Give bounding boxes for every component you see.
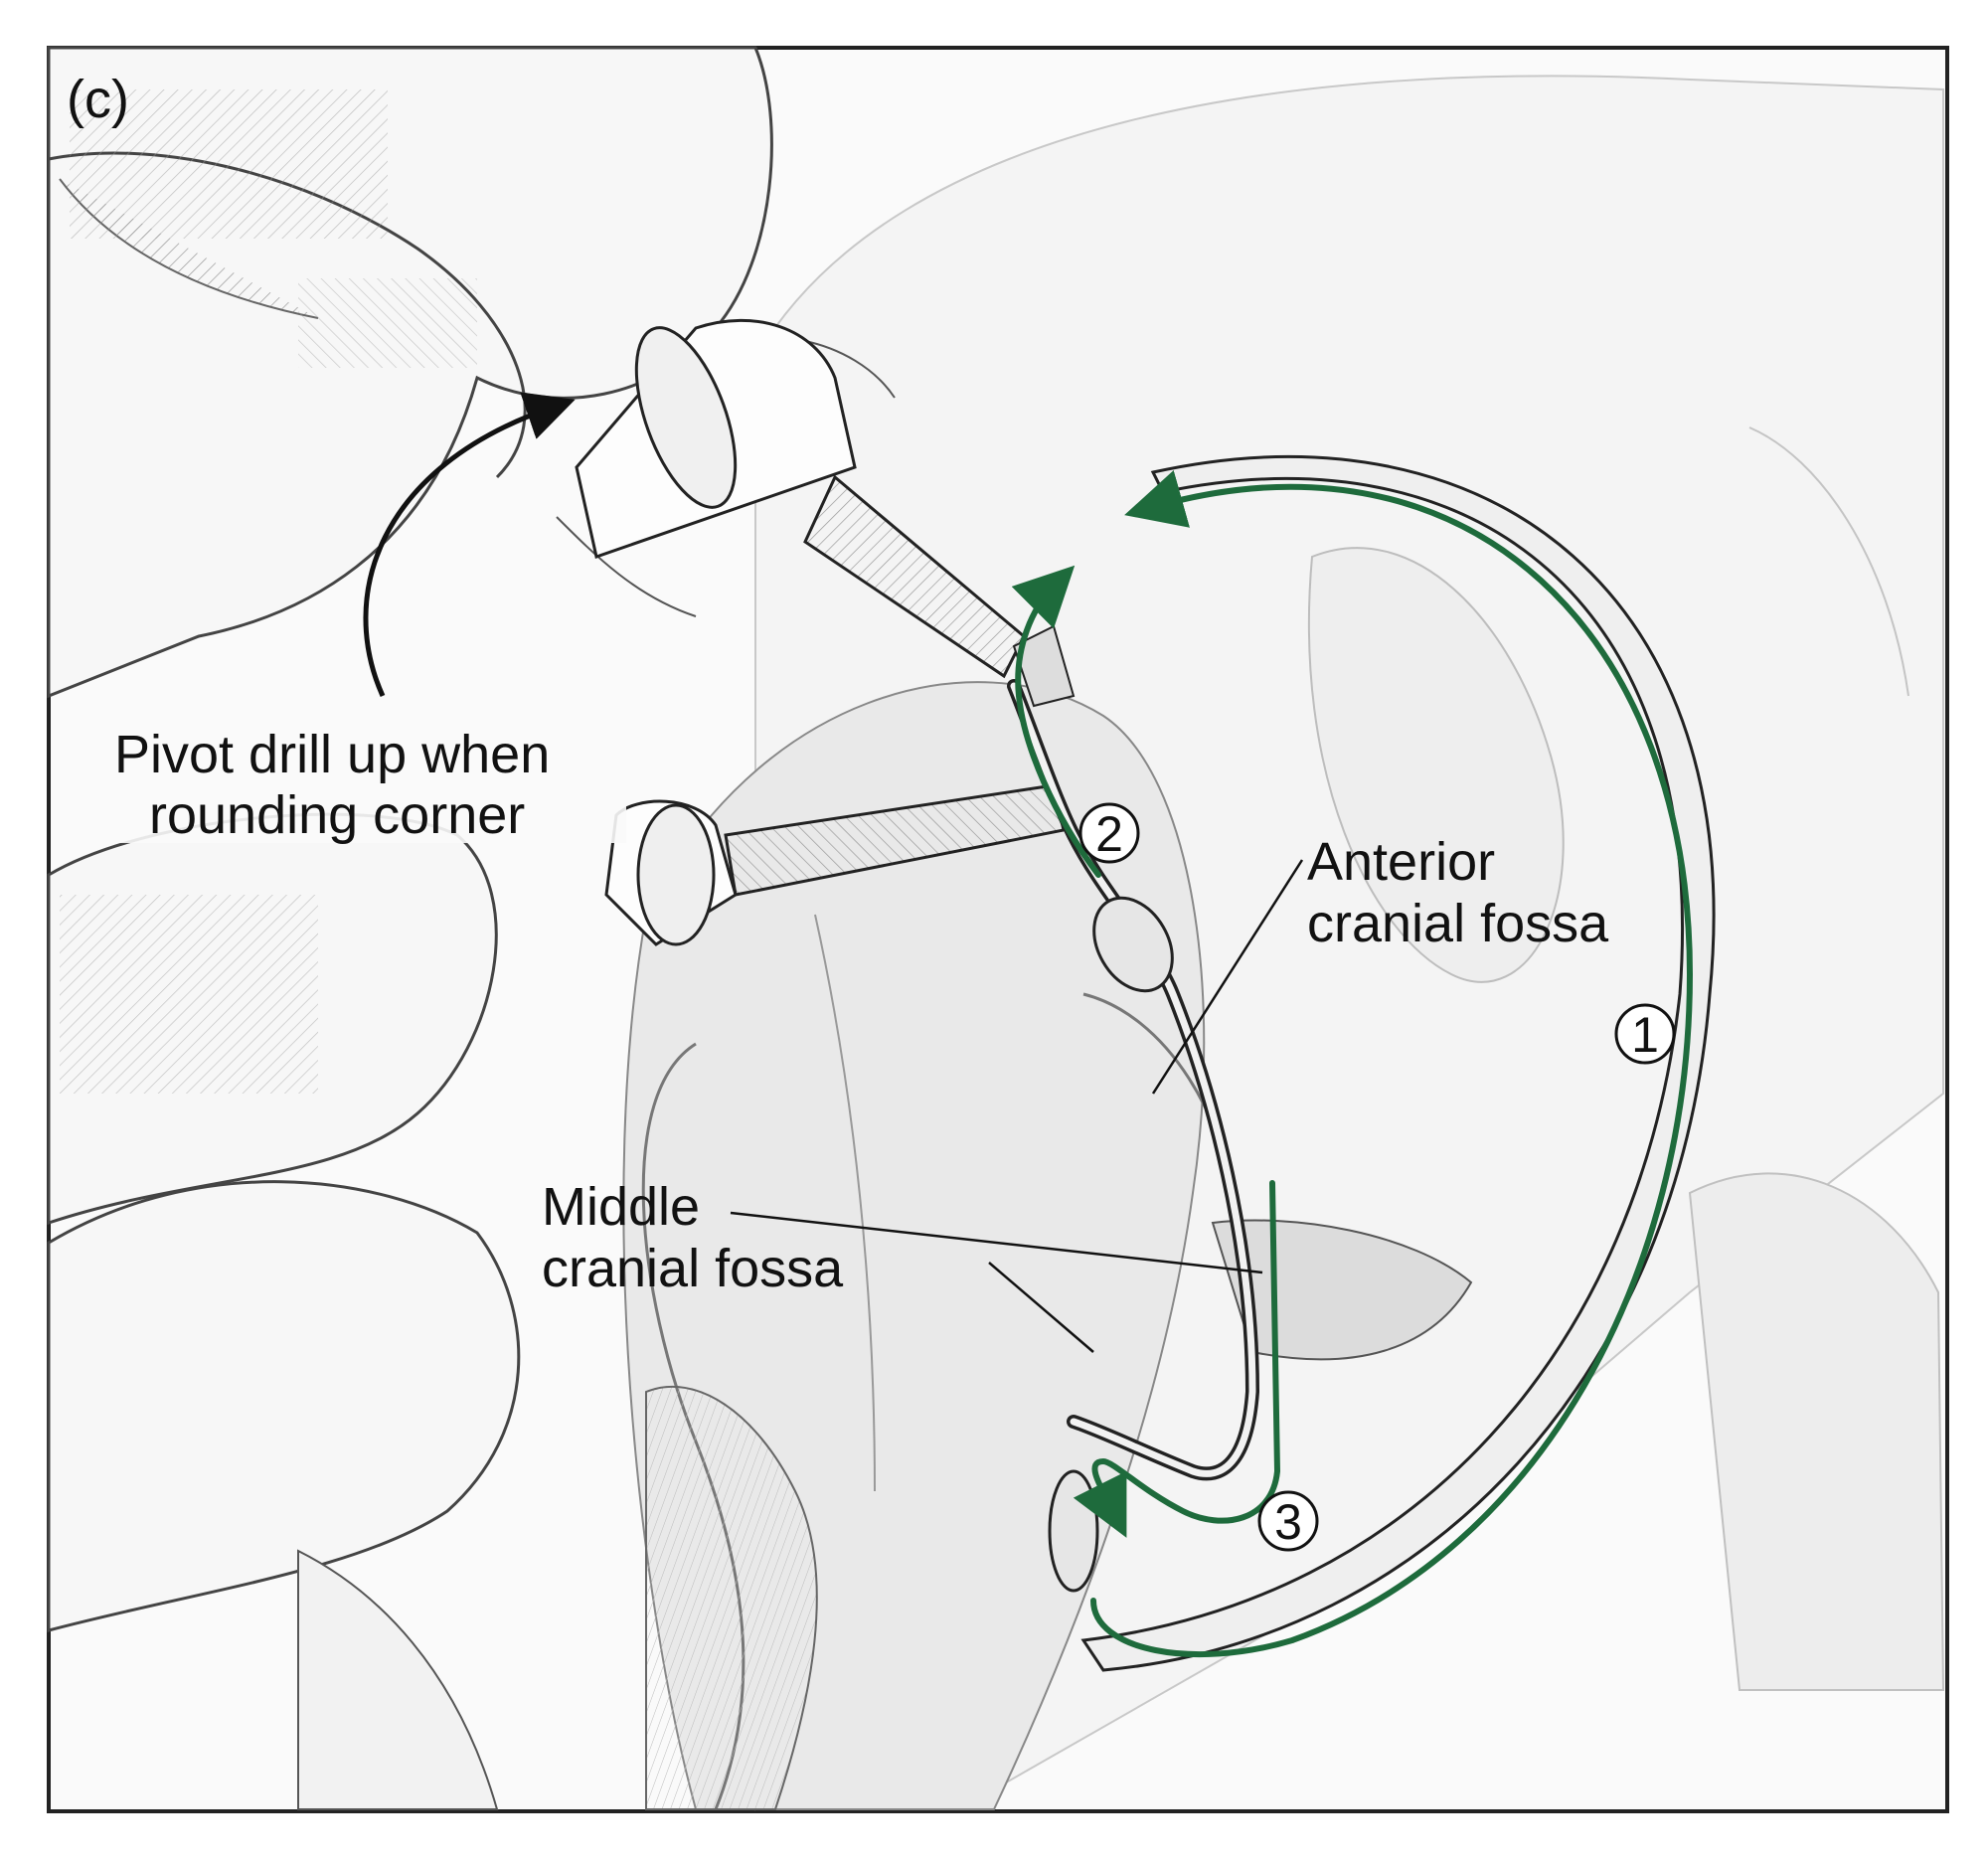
pivot-label-line2: rounding corner bbox=[149, 785, 525, 845]
middle-label-line1: Middle bbox=[542, 1177, 700, 1237]
path-3 bbox=[1073, 1180, 1281, 1538]
path-1 bbox=[1090, 470, 1694, 1658]
middle-label: Middle cranial fossa bbox=[542, 1177, 844, 1298]
anterior-label-line2: cranial fossa bbox=[1307, 894, 1609, 953]
step-marker-2: 2 bbox=[1078, 802, 1140, 864]
drill-upper bbox=[575, 318, 1076, 708]
step-marker-3: 3 bbox=[1257, 1490, 1319, 1552]
step-1-label: 1 bbox=[1631, 1007, 1659, 1063]
green-paths bbox=[1011, 470, 1694, 1658]
step-3-label: 3 bbox=[1274, 1494, 1302, 1550]
pivot-label-line1: Pivot drill up when bbox=[114, 725, 550, 784]
leader-lines bbox=[730, 859, 1304, 1353]
middle-label-line2: cranial fossa bbox=[542, 1239, 844, 1298]
drill-lower bbox=[604, 783, 1066, 946]
pivot-arrow bbox=[363, 392, 576, 698]
anterior-label: Anterior cranial fossa bbox=[1307, 832, 1609, 953]
step-2-label: 2 bbox=[1095, 806, 1123, 862]
anterior-label-line1: Anterior bbox=[1307, 832, 1495, 892]
step-marker-1: 1 bbox=[1614, 1003, 1676, 1065]
pivot-label: Pivot drill up when rounding corner bbox=[109, 724, 626, 845]
surgeon-hand bbox=[47, 46, 896, 1810]
path-2 bbox=[1011, 565, 1101, 878]
panel-label: (c) bbox=[67, 70, 129, 129]
